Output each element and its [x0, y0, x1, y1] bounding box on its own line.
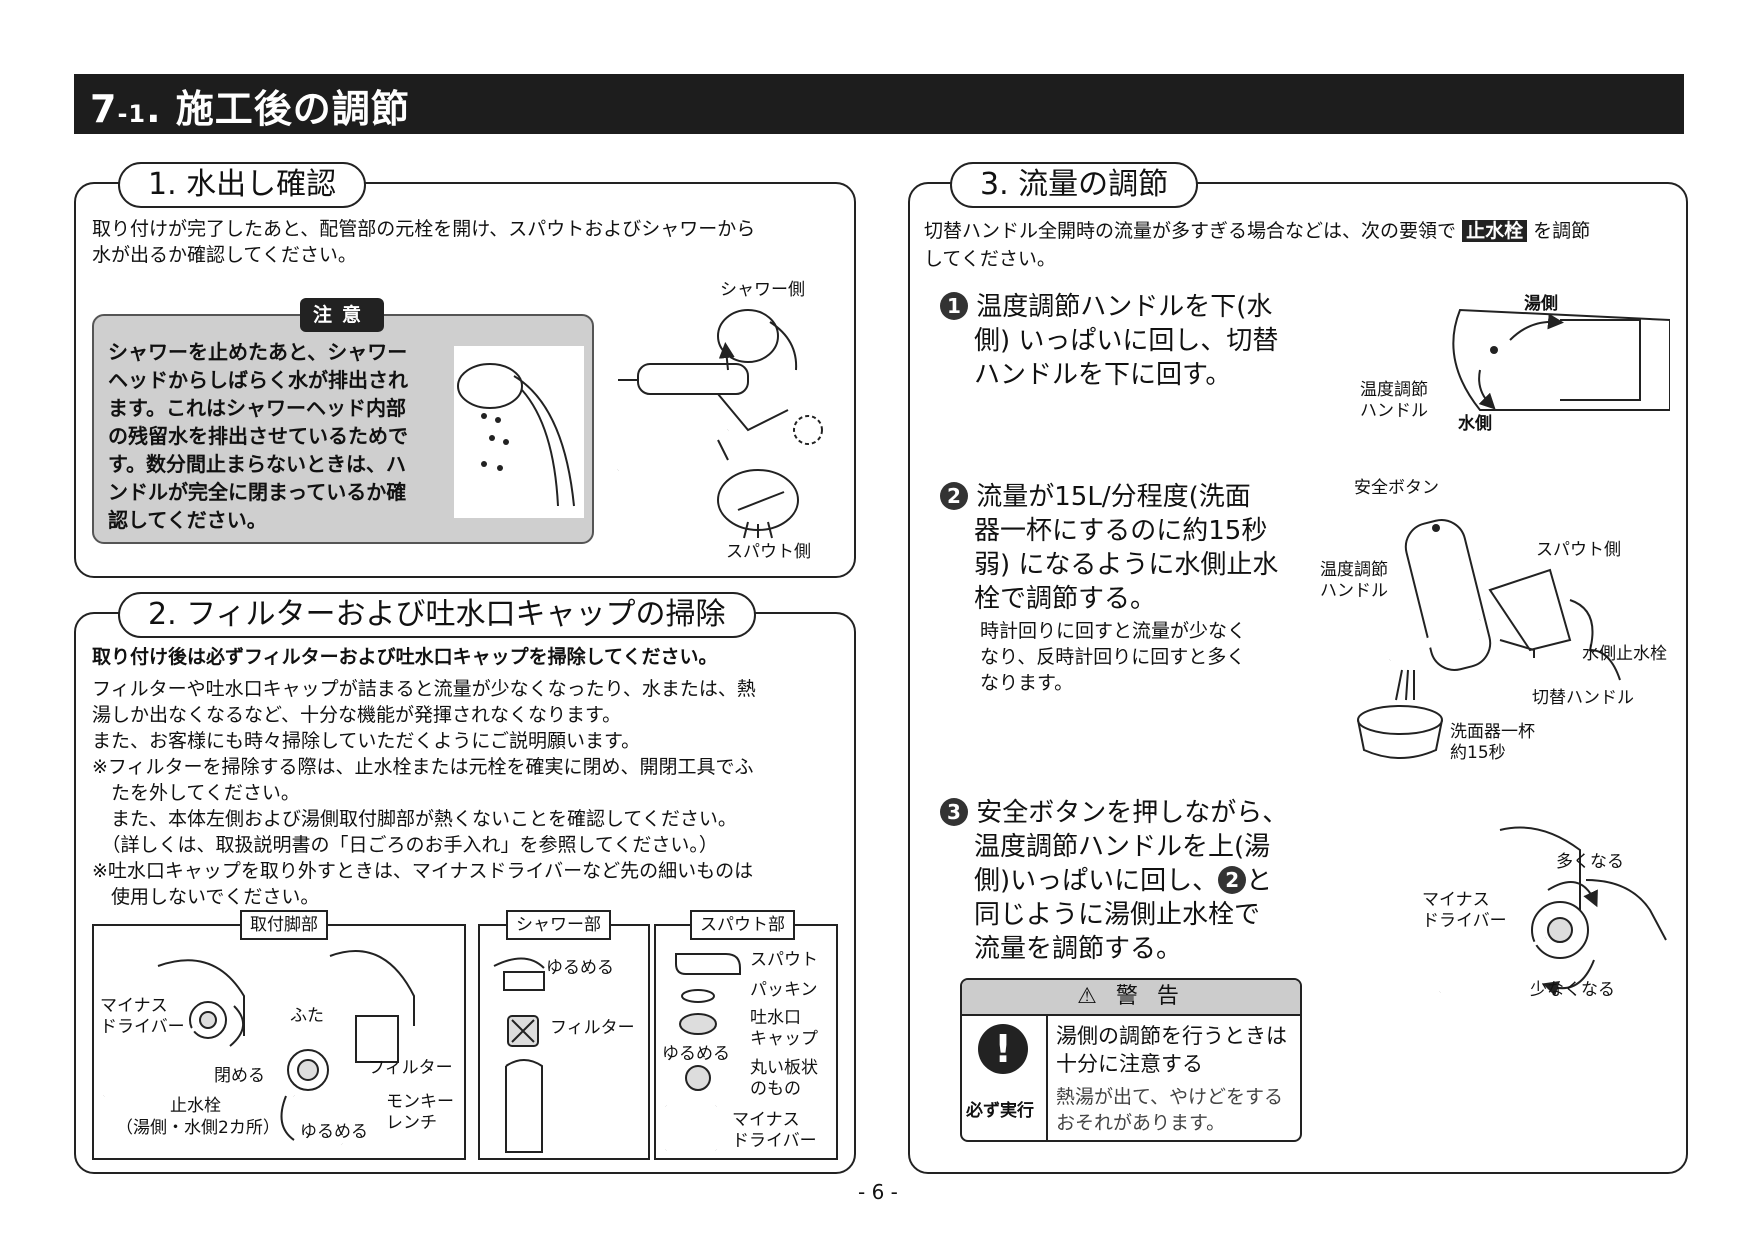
spout-part-illustration	[664, 953, 741, 1152]
shower-part-illustration	[493, 957, 545, 1153]
faucet-illustration-s1	[616, 309, 823, 539]
step-2: 2 流量が15L/分程度(洗面 器一杯にするのに約15秒 弱) になるように水側…	[940, 480, 1278, 616]
fig2-spout-label: スパウト側	[1536, 540, 1621, 560]
caution-text: シャワーを止めたあと、シャワー ヘッドからしばらく水が排出され ます。これはシャ…	[108, 340, 408, 532]
fig1-hot-label: 湯側	[1524, 294, 1558, 314]
shower-loosen-label: ゆるめる	[546, 958, 614, 978]
caution-box: 注意 シャワーを止めたあと、シャワー ヘッドからしばらく水が排出され ます。これ…	[92, 298, 594, 544]
fig3-driver-label: マイナスドライバー	[1422, 890, 1507, 931]
fig2-switch-label: 切替ハンドル	[1532, 688, 1634, 708]
step-3-number: 3	[940, 798, 968, 826]
fig1-cold-label: 水側	[1458, 414, 1492, 434]
spout-driver-label: マイナスドライバー	[732, 1110, 817, 1151]
mount-loosen-label: ゆるめる	[300, 1122, 368, 1142]
tab-shower: シャワー部	[506, 910, 611, 940]
s1-desc-1: 取り付けが完了したあと、配管部の元栓を開け、スパウトおよびシャワーから	[92, 218, 756, 240]
s3-title: 3. 流量の調節	[950, 162, 1199, 208]
warning-box: ⚠ 警 告 ! 必ず実行 湯側の調節を行うときは 十分に注意する 熱湯が出て、や…	[960, 978, 1302, 1142]
spout-loosen-label: ゆるめる	[662, 1044, 730, 1064]
spout-cap-label: 吐水口キャップ	[750, 1008, 818, 1049]
tab-spout: スパウト部	[690, 910, 795, 940]
fig2-safety-label: 安全ボタン	[1354, 478, 1439, 498]
spout-spout-label: スパウト	[750, 950, 818, 970]
s1-title: 1. 水出し確認	[118, 162, 367, 208]
box-shower: ゆるめる フィルター	[478, 924, 650, 1160]
tab-mount-leg: 取付脚部	[240, 910, 328, 940]
step-2-number: 2	[940, 482, 968, 510]
s1-desc-2: 水が出るか確認してください。	[92, 244, 357, 266]
section-title: 7-1. 施工後の調節	[90, 87, 410, 131]
label-shower-side: シャワー側	[720, 280, 805, 300]
step-1-number: 1	[940, 292, 968, 320]
warning-main: 湯側の調節を行うときは 十分に注意する	[1056, 1024, 1287, 1076]
warning-side: ! 必ず実行	[962, 1016, 1048, 1140]
fig2-basin-label: 洗面器一杯約15秒	[1450, 722, 1535, 763]
s2-lead: 取り付け後は必ずフィルターおよび吐水口キャップを掃除してください。	[92, 646, 718, 668]
exclamation-icon: !	[978, 1024, 1028, 1074]
fig2-faucet-illustration	[1357, 519, 1621, 759]
warning-sub: 熱湯が出て、やけどをする おそれがあります。	[1056, 1086, 1284, 1134]
warning-head: ⚠ 警 告	[962, 980, 1300, 1016]
fig1-handle-label: 温度調節ハンドル	[1360, 380, 1428, 421]
fig2-handle-label: 温度調節ハンドル	[1320, 560, 1388, 601]
section-header: 7-1. 施工後の調節	[74, 74, 1684, 134]
step-2-note: 時計回りに回すと流量が少なく なり、反時計回りに回すと多く なります。	[980, 620, 1247, 694]
mount-wrench-label: モンキーレンチ	[386, 1092, 454, 1133]
warning-side-text: 必ず実行	[966, 1101, 1034, 1121]
mount-leg-illustration	[102, 950, 415, 1147]
mount-close-label: 閉める	[214, 1066, 265, 1086]
shower-head-illustration	[454, 346, 584, 518]
fig1-handle-illustration	[1452, 308, 1670, 411]
mount-lid-label: ふた	[290, 1006, 324, 1026]
shower-filter-label: フィルター	[550, 1018, 635, 1038]
box-spout: スパウト パッキン 吐水口キャップ ゆるめる 丸い板状のもの マイナスドライバー	[654, 924, 838, 1160]
s2-title: 2. フィルターおよび吐水口キャップの掃除	[118, 592, 756, 638]
fig3-less-label: 少なくなる	[1530, 980, 1615, 1000]
fig3-valve-illustration	[1439, 826, 1667, 997]
mount-valve-label: 止水栓	[170, 1096, 221, 1116]
caution-label: 注意	[300, 298, 384, 332]
spout-plate-label: 丸い板状のもの	[750, 1058, 818, 1099]
mount-driver-label: マイナスドライバー	[100, 996, 185, 1037]
page-number: - 6 -	[858, 1180, 898, 1204]
label-spout-side: スパウト側	[726, 542, 811, 562]
spout-packing-label: パッキン	[750, 980, 818, 1000]
mount-filter-label: フィルター	[368, 1058, 453, 1078]
s3-desc-1: 切替ハンドル全開時の流量が多すぎる場合などは、次の要領で 止水栓 を調節	[924, 220, 1591, 242]
fig2-valve-label: 水側止水栓	[1582, 644, 1667, 664]
box-mount-leg: マイナスドライバー 閉める 止水栓 （湯側・水側2カ所） ふた フィルター モン…	[92, 924, 466, 1160]
step-1: 1 温度調節ハンドルを下(水 側) いっぱいに回し、切替 ハンドルを下に回す。	[940, 290, 1278, 392]
s2-body: フィルターや吐水口キャップが詰まると流量が少なくなったり、水または、熱 湯しか出…	[92, 678, 756, 908]
s3-desc-2: してください。	[924, 248, 1056, 270]
mount-valve-note: （湯側・水側2カ所）	[116, 1118, 280, 1138]
fig3-more-label: 多くなる	[1556, 852, 1624, 872]
